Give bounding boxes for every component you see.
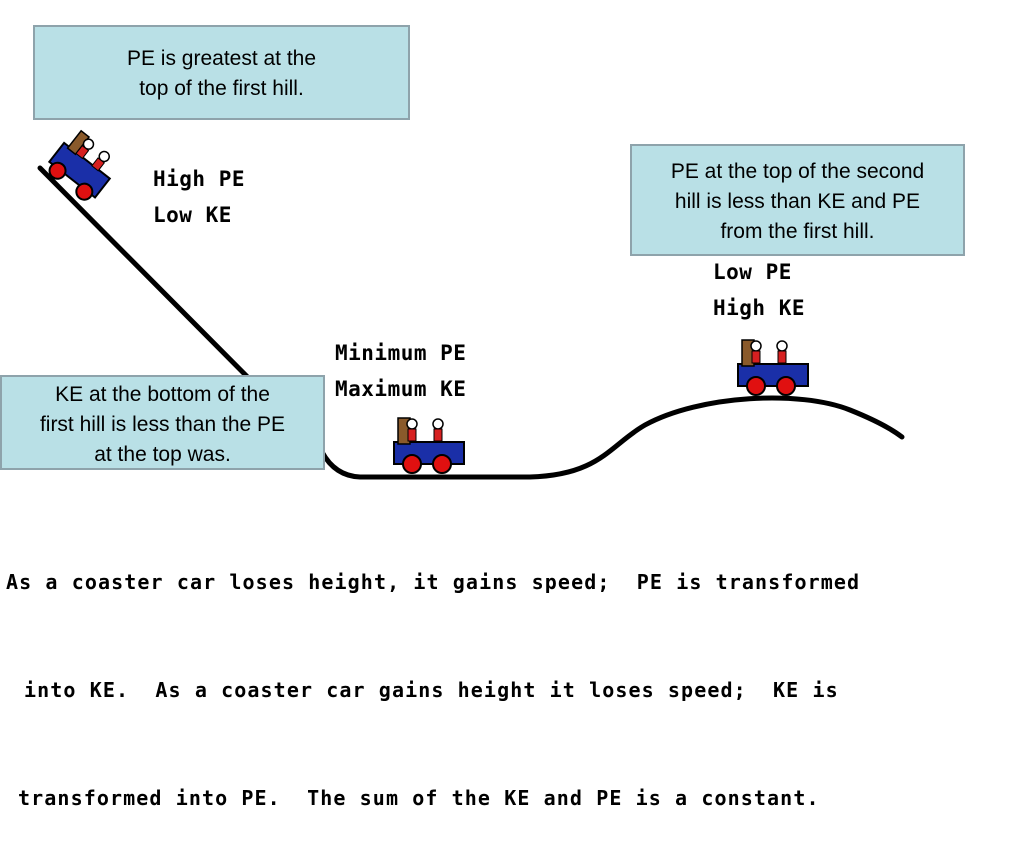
callout-line: PE at the top of the second [670, 160, 925, 183]
rider-icon [750, 340, 762, 364]
rider-icon [776, 340, 788, 364]
label-line: Minimum PE [335, 341, 467, 365]
rider-icon [91, 150, 110, 172]
callout-bottom: KE at the bottom of the first hill is le… [0, 375, 325, 470]
coaster-track [37, 165, 905, 480]
rider-icon [432, 418, 444, 442]
callout-line: at the top was. [94, 443, 231, 466]
explanation-caption: As a coaster car loses height, it gains … [6, 492, 860, 852]
label-line: Maximum KE [335, 377, 467, 401]
label-bottom-of-hill: Minimum PE Maximum KE [335, 335, 466, 407]
rider-icon [75, 138, 95, 160]
coaster-car-icon [737, 339, 809, 396]
callout-first-hill: PE is greatest at the top of the first h… [33, 25, 410, 120]
label-line: High KE [713, 296, 806, 320]
label-line: Low KE [153, 203, 232, 227]
caption-line: As a coaster car loses height, it gains … [6, 570, 861, 594]
coaster-car-icon [393, 417, 465, 474]
callout-line: hill is less than KE and PE [674, 190, 921, 213]
label-top-of-hill: High PE Low KE [153, 161, 245, 233]
callout-line: top of the first hill. [139, 77, 304, 100]
coaster-diagram [37, 129, 905, 480]
callout-line: KE at the bottom of the [55, 383, 270, 406]
callout-line: PE is greatest at the [126, 47, 317, 70]
caption-line: transformed into PE. The sum of the KE a… [18, 786, 820, 810]
coaster-car-icon [47, 129, 112, 201]
caption-line: into KE. As a coaster car gains height i… [24, 678, 839, 702]
callout-line: first hill is less than the PE [39, 413, 286, 436]
callout-line: from the first hill. [720, 220, 875, 243]
label-second-hill: Low PE High KE [713, 254, 805, 326]
label-line: Low PE [713, 260, 792, 284]
callout-second-hill: PE at the top of the second hill is less… [630, 144, 965, 256]
rider-icon [406, 418, 418, 442]
label-line: High PE [153, 167, 246, 191]
